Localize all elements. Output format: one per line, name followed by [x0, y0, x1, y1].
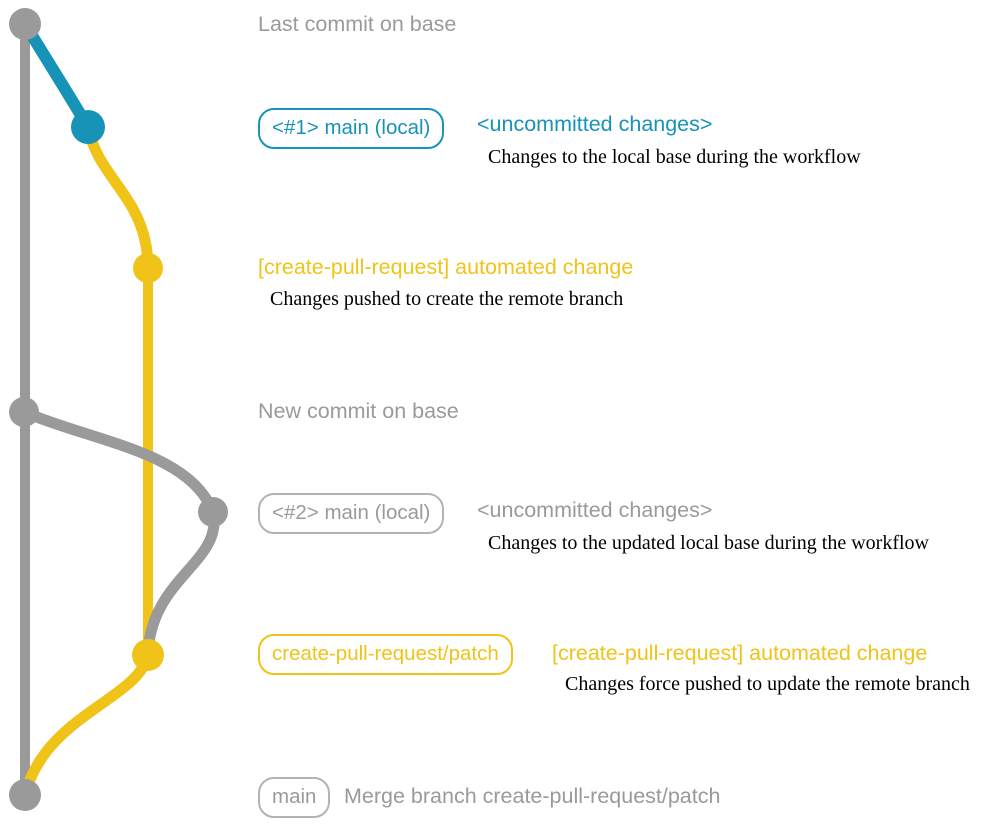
branch-badge-main: main: [258, 777, 331, 818]
description-force-pushed-update-remote: Changes force pushed to update the remot…: [565, 673, 970, 695]
commit-dot-merge: [9, 779, 41, 811]
label-last-commit-on-base: Last commit on base: [258, 12, 457, 36]
commit-dot-automated-change-1: [133, 253, 163, 283]
commit-dot-main-local-1: [71, 110, 105, 144]
description-local-base-changes: Changes to the local base during the wor…: [488, 146, 861, 168]
main2-to-patch-curve: [142, 506, 220, 661]
base-to-main2-curve: [18, 406, 219, 518]
description-pushed-create-remote: Changes pushed to create the remote bran…: [270, 288, 624, 310]
branch-badge-create-pull-request-patch: create-pull-request/patch: [258, 634, 513, 675]
status-uncommitted-changes-1: <uncommitted changes>: [477, 112, 713, 136]
description-updated-local-base-changes: Changes to the updated local base during…: [488, 532, 929, 554]
base-to-main1-curve: [19, 18, 94, 133]
commit-title-automated-change-1: [create-pull-request] automated change: [258, 255, 634, 279]
patch-to-merge-curve: [19, 649, 154, 801]
commit-dot-automated-change-2: [132, 639, 164, 671]
main1-to-patch-curve: [82, 121, 154, 274]
status-uncommitted-changes-2: <uncommitted changes>: [477, 498, 713, 522]
commit-dot-main-local-2: [198, 497, 228, 527]
branch-badge-main-local-2: <#2> main (local): [258, 493, 445, 534]
label-new-commit-on-base: New commit on base: [258, 399, 459, 423]
label-merge-branch: Merge branch create-pull-request/patch: [344, 784, 721, 808]
commit-title-automated-change-2: [create-pull-request] automated change: [552, 641, 928, 665]
branch-badge-main-local-1: <#1> main (local): [258, 108, 445, 149]
commit-dot-last-commit: [9, 8, 41, 40]
commit-dot-new-commit: [9, 397, 39, 427]
